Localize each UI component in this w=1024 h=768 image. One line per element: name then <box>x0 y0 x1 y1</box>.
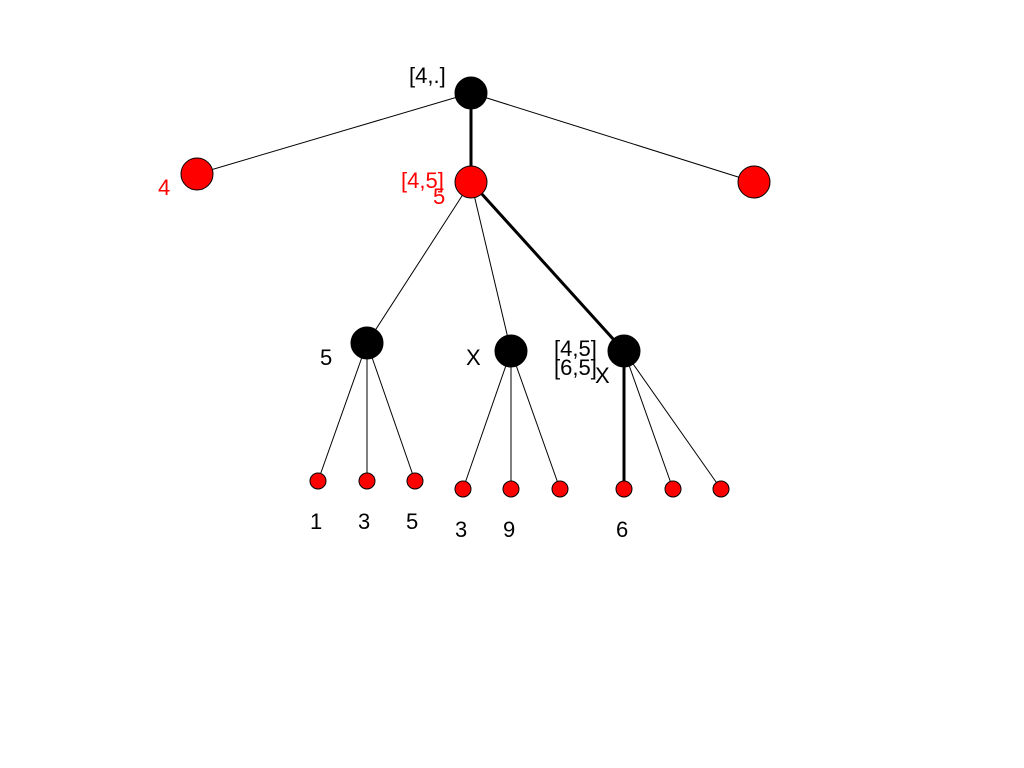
edge-min-c-leaf-c3 <box>623 350 722 490</box>
node-max-mid <box>454 165 488 199</box>
min-a-value-label: 5 <box>320 345 332 370</box>
edge-root-max-left <box>196 92 472 175</box>
labels-layer: [4,.] 4 [4,5] 5 5 X [4,5] [6,5] X 1 3 5 … <box>158 63 628 542</box>
leaf-a3-value: 5 <box>406 509 418 534</box>
node-leaf-c2 <box>664 480 682 498</box>
max-mid-interval-label: [4,5] <box>401 168 444 193</box>
edge-min-a-leaf-a3 <box>366 342 416 482</box>
leaf-a2-value: 3 <box>358 509 370 534</box>
node-min-b <box>494 334 528 368</box>
root-interval-label: [4,.] <box>409 63 446 88</box>
edges-layer <box>196 92 755 490</box>
node-leaf-b1 <box>454 480 472 498</box>
edge-min-b-leaf-b1 <box>462 350 512 490</box>
leaf-b1-value: 3 <box>455 517 467 542</box>
node-root <box>454 76 488 110</box>
node-leaf-b3 <box>551 480 569 498</box>
edge-min-c-leaf-c2 <box>623 350 674 490</box>
leaf-c1-value: 6 <box>616 517 628 542</box>
node-min-c <box>607 334 641 368</box>
node-leaf-b2 <box>502 480 520 498</box>
nodes-layer <box>180 76 771 498</box>
edge-max-mid-min-a <box>366 181 472 344</box>
edge-root-max-right <box>470 92 755 183</box>
min-b-pruned-mark: X <box>466 345 481 370</box>
node-leaf-a2 <box>358 472 376 490</box>
node-leaf-a1 <box>309 472 327 490</box>
leaf-a1-value: 1 <box>310 509 322 534</box>
min-c-interval-label-1: [4,5] <box>554 336 597 361</box>
edge-max-mid-min-b <box>470 181 512 352</box>
node-leaf-a3 <box>406 472 424 490</box>
node-leaf-c1 <box>615 480 633 498</box>
node-leaf-c3 <box>712 480 730 498</box>
max-left-value-label: 4 <box>158 175 170 200</box>
min-c-pruned-mark: X <box>595 363 610 388</box>
node-min-a <box>350 326 384 360</box>
edge-max-mid-min-c <box>469 180 626 353</box>
min-c-interval-label-2: [6,5] <box>554 355 597 380</box>
node-max-left <box>180 157 214 191</box>
node-max-right <box>737 165 771 199</box>
max-mid-value-label: 5 <box>433 184 445 209</box>
edge-min-a-leaf-a1 <box>317 342 368 482</box>
edge-min-b-leaf-b3 <box>510 350 561 490</box>
leaf-b2-value: 9 <box>503 517 515 542</box>
